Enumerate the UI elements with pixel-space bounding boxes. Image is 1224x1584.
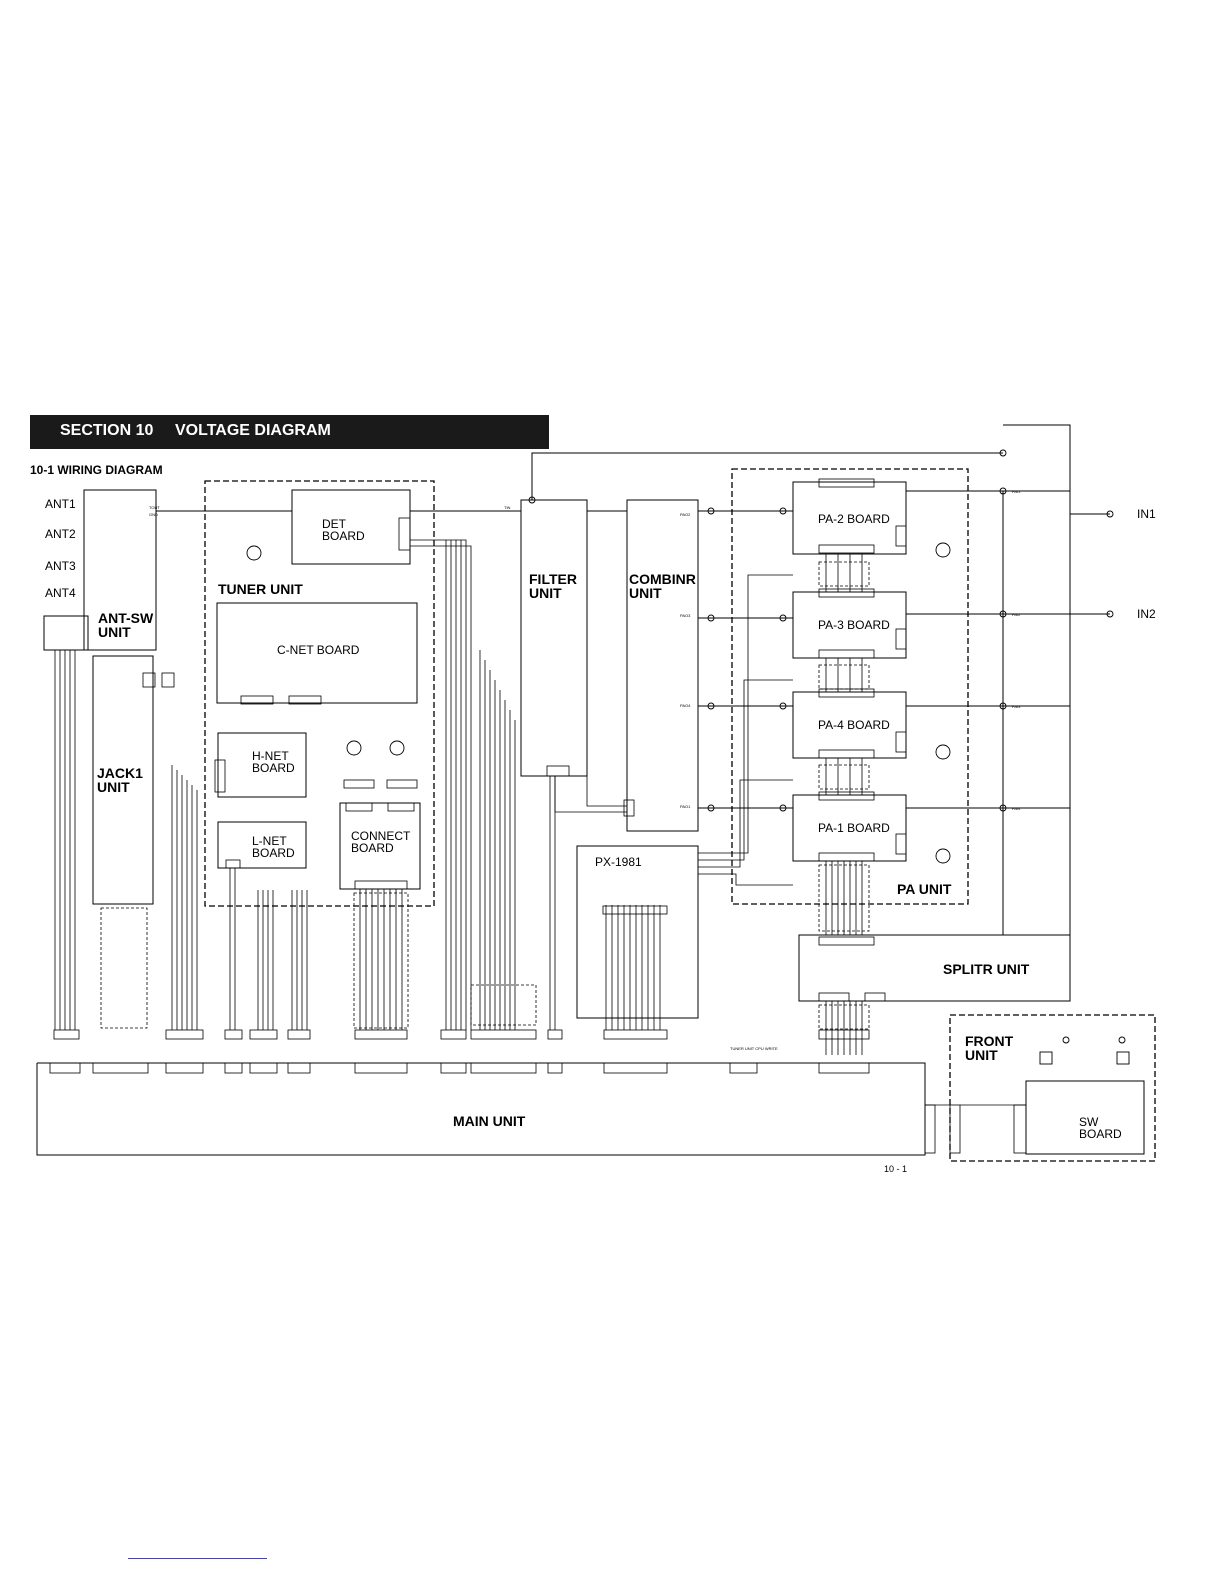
- hnet-board-box: [217, 732, 307, 798]
- splitr-unit-box: [798, 934, 1071, 1002]
- cnet-board-box: [216, 602, 418, 704]
- tuner-unit-label: TUNER UNIT: [218, 581, 303, 597]
- in2-label: IN2: [1137, 607, 1156, 621]
- det-board-box: [291, 489, 411, 565]
- section-label: SECTION 10: [60, 422, 154, 439]
- in1-label: IN1: [1137, 507, 1156, 521]
- ant-sw-unit-box: [83, 489, 157, 651]
- ant-sw-connector: [43, 615, 89, 651]
- ant3-label: ANT3: [45, 559, 76, 573]
- tin-label: TIN: [504, 505, 511, 510]
- pa2-board-box: [792, 481, 907, 555]
- ant4-label: ANT4: [45, 586, 76, 600]
- pao4-label: PAO4: [680, 703, 691, 708]
- pai4-label: PAI4: [1012, 806, 1021, 811]
- tout-label: TOUT: [149, 505, 160, 510]
- combinr-unit-box: [626, 499, 699, 832]
- pai3-label: PAI3: [1012, 704, 1021, 709]
- pa2-board-label: PA-2 BOARD: [818, 512, 890, 526]
- main-unit-box: [36, 1062, 926, 1156]
- page-number: 10 - 1: [884, 1164, 908, 1174]
- pai1-label: PAI1: [1012, 489, 1021, 494]
- pao1-label: PAO1: [680, 804, 691, 809]
- pao3-label: PAO3: [680, 613, 691, 618]
- section-title: VOLTAGE DIAGRAM: [175, 422, 331, 439]
- pai2-label: PAI2: [1012, 612, 1021, 617]
- pa1-board-label: PA-1 BOARD: [818, 821, 890, 835]
- diagram-subtitle: 10-1 WIRING DIAGRAM: [30, 463, 163, 477]
- ant2-label: ANT2: [45, 527, 76, 541]
- pa4-board-label: PA-4 BOARD: [818, 718, 890, 732]
- px-1981-box: [576, 845, 699, 1019]
- cpu-write-label: TUNER UNIT CPU WRITE: [730, 1046, 778, 1051]
- main-unit-label: MAIN UNIT: [453, 1113, 526, 1129]
- jack1-unit-box: [92, 655, 154, 905]
- px-1981-label: PX-1981: [595, 855, 642, 869]
- pa3-board-label: PA-3 BOARD: [818, 618, 890, 632]
- filter-unit-box: [520, 499, 588, 777]
- ant1-label: ANT1: [45, 497, 76, 511]
- front-unit-box: [949, 1014, 1156, 1162]
- cnet-board-label: C-NET BOARD: [277, 643, 360, 657]
- pao2-label: PAO2: [680, 512, 691, 517]
- pa-unit-label: PA UNIT: [897, 881, 952, 897]
- section-header: SECTION 10 VOLTAGE DIAGRAM: [30, 415, 549, 449]
- footer-rule: [128, 1558, 267, 1559]
- gnd-label: GND: [149, 512, 158, 517]
- tuner-unit-box: [204, 480, 435, 907]
- splitr-unit-label: SPLITR UNIT: [943, 961, 1030, 977]
- lnet-board-box: [217, 821, 307, 869]
